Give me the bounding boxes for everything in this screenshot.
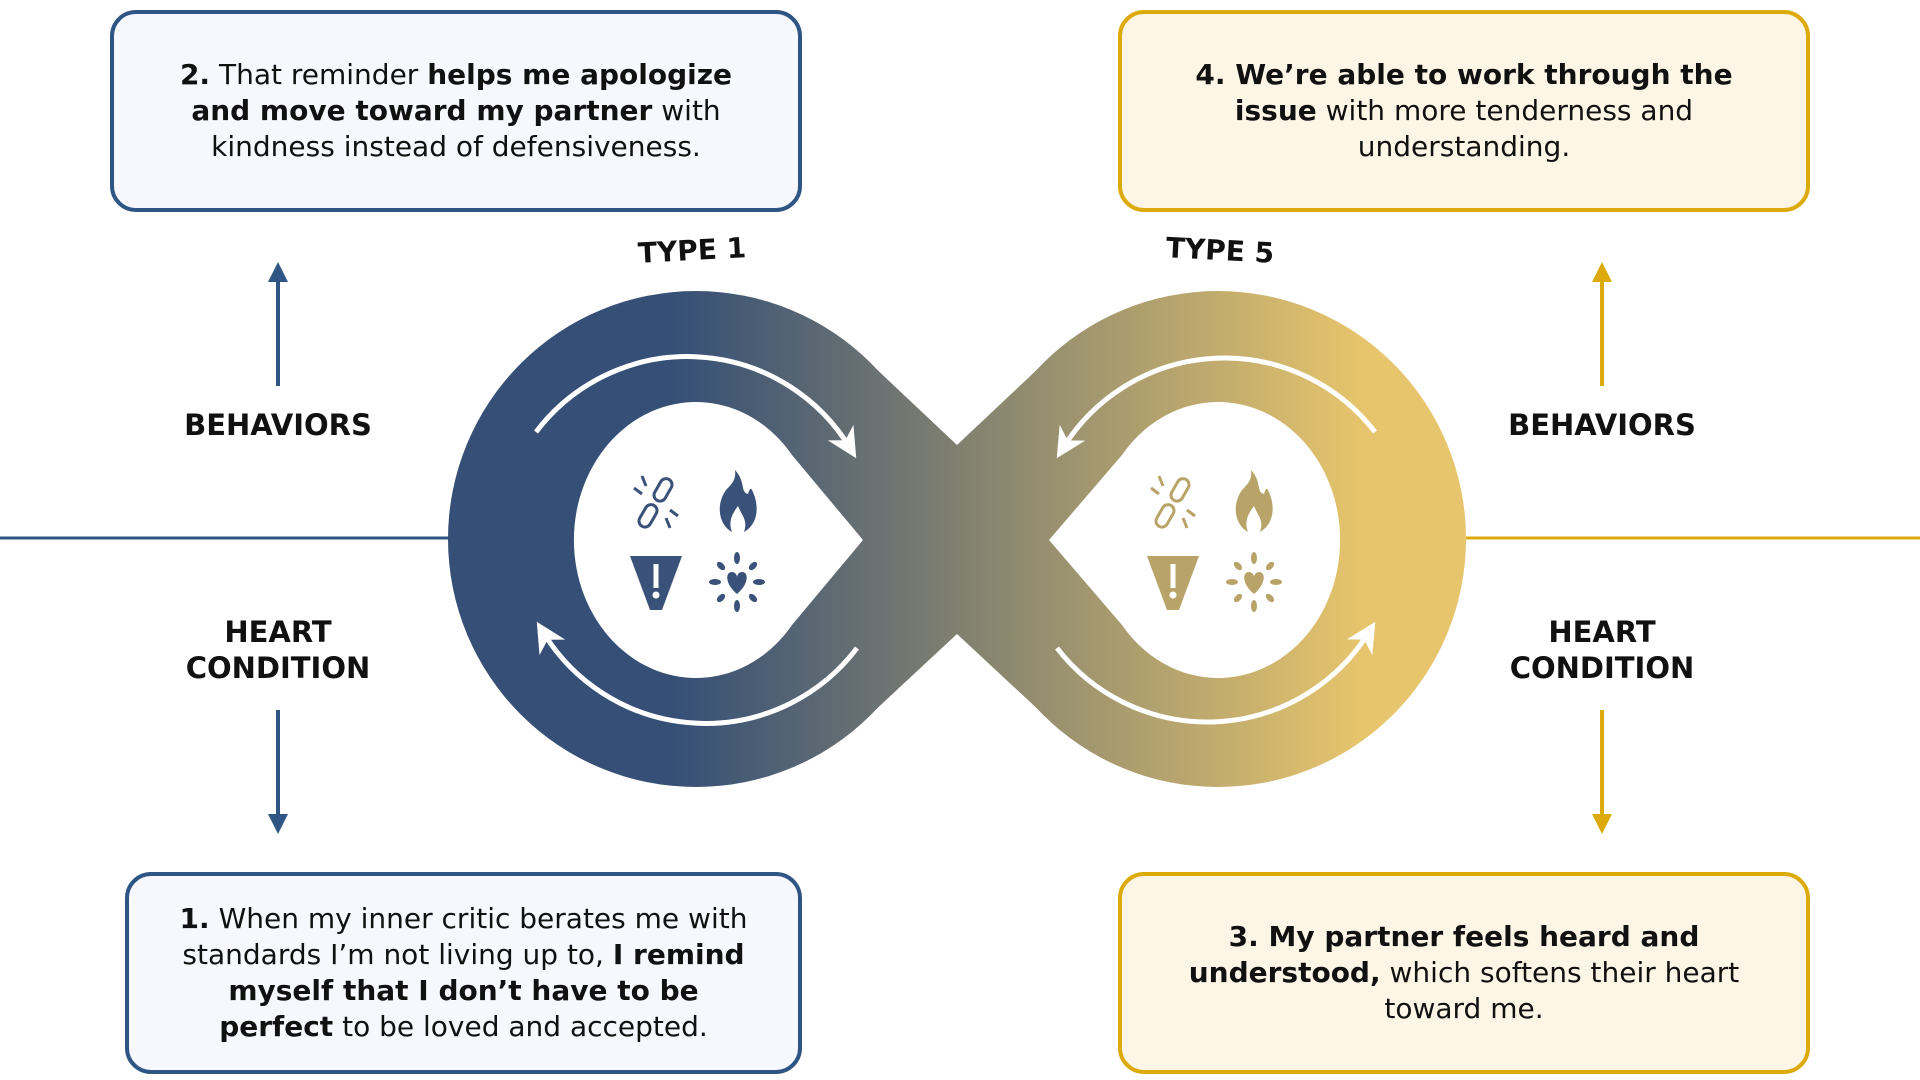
type-5-title: TYPE 5	[1165, 231, 1275, 270]
step-4-box: 4. We’re able to work through the issue …	[1118, 10, 1810, 212]
heart-condition-label-right: HEART CONDITION	[1452, 614, 1752, 686]
inner-hole-left	[573, 402, 863, 679]
step-2-box: 2. That reminder helps me apologize and …	[110, 10, 802, 212]
label-line: CONDITION	[1509, 651, 1695, 685]
icons-right	[1147, 470, 1282, 612]
step-1-box: 1. When my inner critic berates me with …	[125, 872, 802, 1074]
broken-link-icon	[633, 475, 679, 529]
text: to be loved and accepted.	[333, 1010, 708, 1043]
text-bold: helps me apologize and move toward my pa…	[191, 58, 733, 127]
flame-icon	[719, 470, 757, 532]
text: That reminder	[210, 58, 428, 91]
label-line: CONDITION	[185, 651, 371, 685]
warning-icon	[630, 556, 682, 610]
text-bold: 3. My partner feels heard and understood…	[1188, 920, 1700, 989]
behaviors-label-right: BEHAVIORS	[1508, 408, 1696, 442]
label-line: HEART	[224, 615, 332, 649]
inner-hole-right	[1049, 402, 1341, 679]
heart-burst-icon	[709, 552, 765, 612]
text-bold: 2.	[179, 58, 211, 91]
text: with kindness instead of defensiveness.	[211, 94, 721, 163]
label-line: HEART	[1548, 615, 1656, 649]
text: which softens their heart toward me.	[1380, 956, 1740, 1025]
text: with more tenderness and understanding.	[1316, 94, 1694, 163]
text: When my inner critic berates me with sta…	[182, 902, 748, 971]
flame-icon	[1235, 470, 1273, 532]
cycle-arrow-right-bottom	[1055, 621, 1376, 725]
cycle-arrow-left-bottom	[536, 621, 859, 726]
text-bold: 1.	[179, 902, 210, 935]
warning-icon	[1147, 556, 1199, 610]
heart-burst-icon	[1226, 552, 1282, 612]
type-1-title: TYPE 1	[637, 231, 747, 270]
step-3-box: 3. My partner feels heard and understood…	[1118, 872, 1810, 1074]
cycle-arrow-left-top	[534, 354, 857, 459]
cycle-arrow-right-top	[1056, 355, 1377, 459]
heart-condition-label-left: HEART CONDITION	[128, 614, 428, 686]
text-bold: 4. We’re able to work through the issue	[1195, 58, 1733, 127]
broken-link-icon	[1150, 475, 1196, 529]
text-bold: I remind myself that I don’t have to be …	[219, 938, 745, 1043]
behaviors-label-left: BEHAVIORS	[184, 408, 372, 442]
icons-left	[630, 470, 765, 612]
